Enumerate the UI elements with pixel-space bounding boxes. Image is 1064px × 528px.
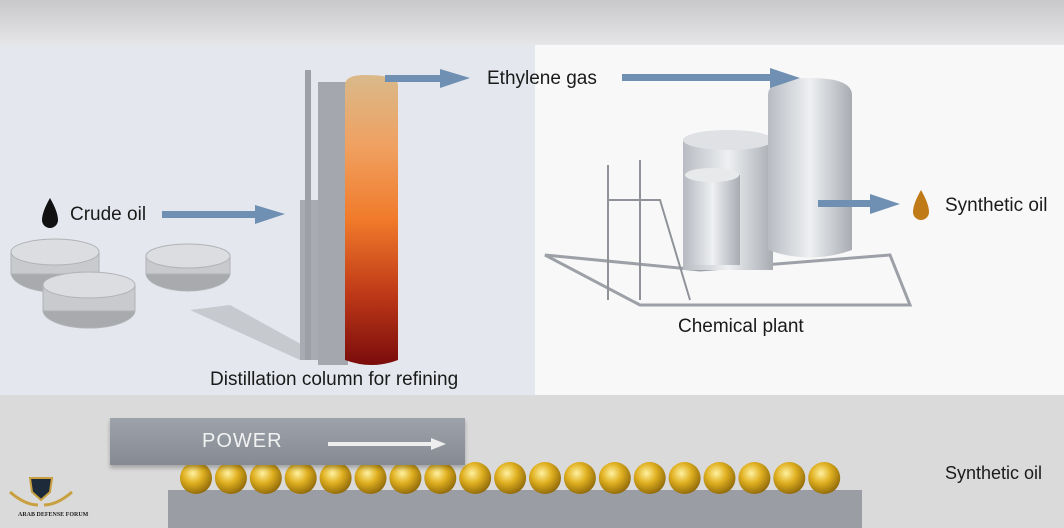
label-chemical-plant: Chemical plant [678, 316, 804, 337]
power-arrow-icon [328, 438, 446, 450]
synthetic-oil-ball [424, 462, 457, 494]
synthetic-oil-ball [529, 462, 561, 494]
synthetic-oil-ball [180, 462, 212, 494]
synthetic-oil-ball [773, 462, 806, 494]
synthetic-oil-ball [459, 462, 492, 494]
synthetic-oil-ball [738, 462, 771, 494]
label-crude-oil: Crude oil [70, 204, 147, 225]
power-label: POWER [202, 430, 283, 452]
label-ethylene-gas: Ethylene gas [487, 68, 597, 89]
chemical-plant [544, 78, 913, 307]
synthetic-oil-ball [389, 462, 422, 494]
synthetic-oil-ball [633, 462, 666, 494]
synthetic-oil-ball [284, 462, 317, 494]
logo-text: ARAB DEFENSE FORUM [18, 512, 89, 518]
synthetic-oil-ball [214, 462, 247, 494]
storage-tanks [10, 238, 231, 329]
synthetic-oil-ball [668, 462, 701, 494]
synthetic-oil-drop-icon [913, 190, 929, 220]
distillation-column [190, 70, 398, 365]
synthetic-oil-ball [249, 462, 282, 494]
synthetic-oil-ball [563, 462, 596, 494]
power-bar: POWER [110, 418, 465, 465]
balls-row [180, 462, 841, 494]
synthetic-oil-ball [354, 462, 387, 494]
synthetic-oil-ball [494, 462, 527, 494]
label-distillation-column: Distillation column for refining [210, 369, 459, 390]
crude-oil-drop-icon [42, 198, 58, 228]
logo-icon [9, 477, 73, 507]
flow-arrows [162, 68, 900, 224]
synthetic-oil-ball [319, 462, 352, 494]
label-synthetic-oil-bottom: Synthetic oil [945, 463, 1043, 483]
synthetic-oil-ball [703, 462, 736, 494]
synthetic-oil-ball [598, 462, 631, 494]
label-synthetic-oil-top: Synthetic oil [945, 195, 1048, 216]
base-plate [168, 490, 862, 528]
synthetic-oil-ball [808, 462, 841, 494]
